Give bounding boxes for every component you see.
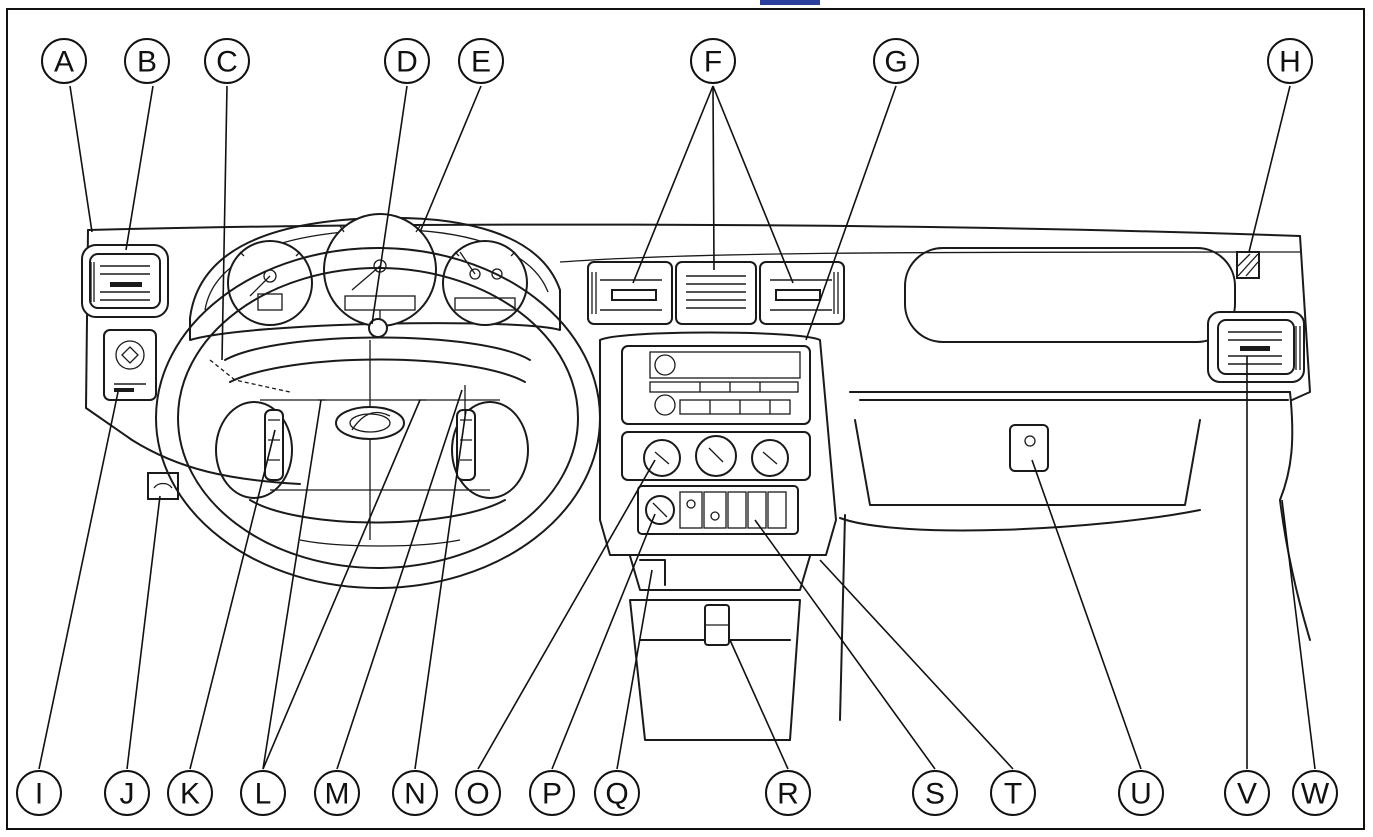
callout-D-label: D <box>396 46 418 79</box>
callout-A-label: A <box>54 46 74 79</box>
callout-S-label: S <box>925 778 945 811</box>
callout-V-label: V <box>1237 778 1257 811</box>
right-outer-air-vent <box>1207 311 1305 383</box>
callout-G: G <box>873 38 919 84</box>
callout-K: K <box>167 770 213 816</box>
callout-B: B <box>124 38 170 84</box>
callout-A: A <box>41 38 87 84</box>
leader-lines <box>38 85 1316 770</box>
callout-P-label: P <box>542 778 562 811</box>
left-outer-air-vent <box>81 244 169 318</box>
dashboard-outline <box>85 223 1311 641</box>
callout-W-label: W <box>1301 778 1330 811</box>
exterior-lamp-switch <box>103 329 157 401</box>
callout-N-label: N <box>404 778 426 811</box>
callout-U: U <box>1118 770 1164 816</box>
callout-L: L <box>240 770 286 816</box>
callout-O: O <box>455 770 501 816</box>
callout-L-label: L <box>255 778 272 811</box>
callout-E: E <box>458 38 504 84</box>
callout-N: N <box>392 770 438 816</box>
callout-K-label: K <box>180 778 200 811</box>
callout-R: R <box>765 770 811 816</box>
callout-B-label: B <box>137 46 157 79</box>
callout-U-label: U <box>1130 778 1152 811</box>
callout-C: C <box>204 38 250 84</box>
callout-H: H <box>1267 38 1313 84</box>
callout-M: M <box>314 770 360 816</box>
diagram-frame <box>6 8 1365 830</box>
callout-E-label: E <box>471 46 491 79</box>
hood-release <box>147 472 179 500</box>
callout-Q: Q <box>594 770 640 816</box>
callout-Q-label: Q <box>605 778 628 811</box>
callout-P: P <box>529 770 575 816</box>
callout-V: V <box>1224 770 1270 816</box>
center-stack <box>587 261 846 741</box>
page-top-rule <box>760 0 820 5</box>
callout-H-label: H <box>1279 46 1301 79</box>
callout-C-label: C <box>216 46 238 79</box>
callout-J-label: J <box>120 778 135 811</box>
callout-S: S <box>912 770 958 816</box>
instrument-cluster <box>189 213 561 341</box>
callout-T-label: T <box>1004 778 1022 811</box>
callout-I-label: I <box>35 778 43 811</box>
callout-I: I <box>16 770 62 816</box>
callout-D: D <box>384 38 430 84</box>
callout-O-label: O <box>466 778 489 811</box>
callout-F: F <box>690 38 736 84</box>
callout-W: W <box>1292 770 1338 816</box>
callout-R-label: R <box>777 778 799 811</box>
callout-G-label: G <box>884 46 907 79</box>
glove-box-latch <box>1009 424 1049 472</box>
callout-F-label: F <box>704 46 722 79</box>
callout-J: J <box>104 770 150 816</box>
steering-wheel <box>155 247 601 589</box>
callout-T: T <box>990 770 1036 816</box>
callout-M-label: M <box>325 778 350 811</box>
